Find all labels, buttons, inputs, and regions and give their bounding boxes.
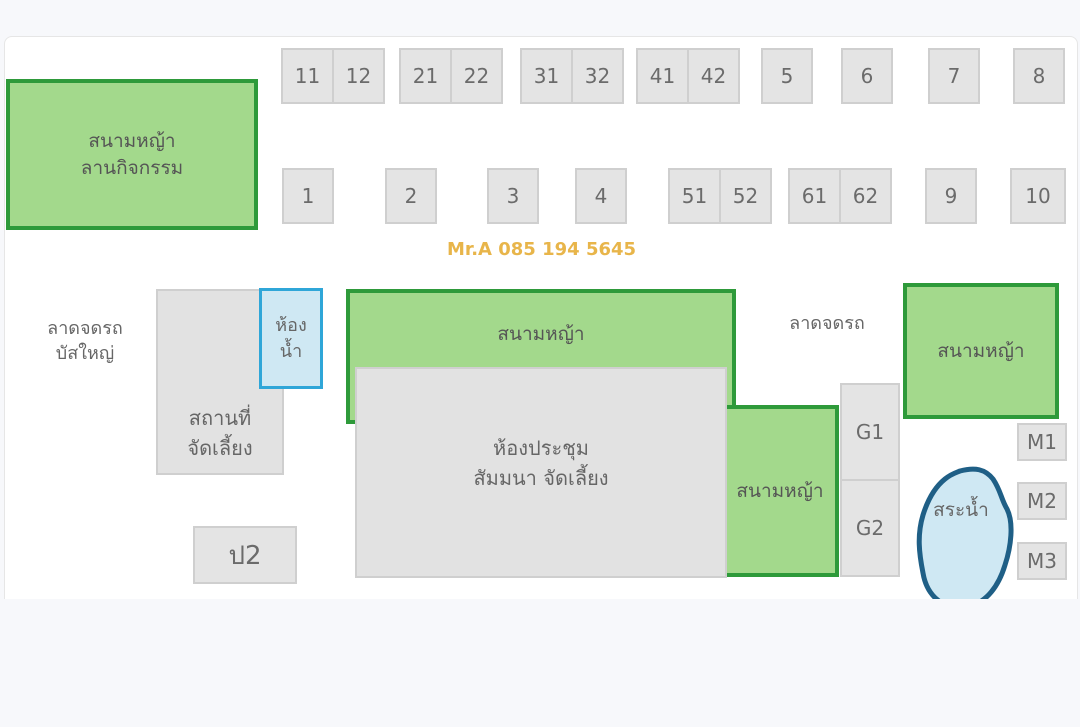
room-9[interactable]: 9 [925, 168, 977, 224]
pool[interactable] [915, 465, 1015, 599]
grass-activity-area[interactable]: สนามหญ้า ลานกิจกรรม [6, 79, 258, 230]
room-m3[interactable]: M3 [1017, 542, 1067, 580]
room-42[interactable]: 42 [687, 48, 740, 104]
room-51[interactable]: 51 [668, 168, 721, 224]
room-p2[interactable]: ป2 [193, 526, 297, 584]
room-7[interactable]: 7 [928, 48, 980, 104]
party-venue-label: สถานที่ จัดเลี้ยง [187, 406, 253, 460]
room-10[interactable]: 10 [1010, 168, 1066, 224]
room-m2[interactable]: M2 [1017, 482, 1067, 520]
room-52[interactable]: 52 [719, 168, 772, 224]
room-11[interactable]: 11 [281, 48, 334, 104]
room-31[interactable]: 31 [520, 48, 573, 104]
grass-center-label: สนามหญ้า [497, 323, 585, 345]
room-21[interactable]: 21 [399, 48, 452, 104]
room-61[interactable]: 61 [788, 168, 841, 224]
contact-phone: Mr.A 085 194 5645 [447, 239, 637, 260]
room-m1[interactable]: M1 [1017, 423, 1067, 461]
grass-east-strip[interactable]: สนามหญ้า [721, 405, 839, 577]
room-2[interactable]: 2 [385, 168, 437, 224]
venue-map: 11 12 21 22 31 32 41 42 5 6 7 8 1 2 3 4 … [4, 36, 1078, 599]
room-g1[interactable]: G1 [840, 383, 900, 481]
pool-label: สระน้ำ [933, 499, 989, 521]
room-41[interactable]: 41 [636, 48, 689, 104]
restroom[interactable]: ห้อง น้ำ [259, 288, 323, 389]
grass-east[interactable]: สนามหญ้า [903, 283, 1059, 419]
room-62[interactable]: 62 [839, 168, 892, 224]
meeting-hall[interactable]: ห้องประชุม สัมมนา จัดเลี้ยง [355, 367, 727, 578]
room-3[interactable]: 3 [487, 168, 539, 224]
bus-parking-label: ลาดจดรถ บัสใหญ่ [47, 318, 123, 365]
room-g2[interactable]: G2 [840, 479, 900, 577]
room-4[interactable]: 4 [575, 168, 627, 224]
room-8[interactable]: 8 [1013, 48, 1065, 104]
room-22[interactable]: 22 [450, 48, 503, 104]
room-12[interactable]: 12 [332, 48, 385, 104]
room-1[interactable]: 1 [282, 168, 334, 224]
room-5[interactable]: 5 [761, 48, 813, 104]
car-parking-label: ลาดจดรถ [789, 313, 865, 334]
room-32[interactable]: 32 [571, 48, 624, 104]
room-6[interactable]: 6 [841, 48, 893, 104]
